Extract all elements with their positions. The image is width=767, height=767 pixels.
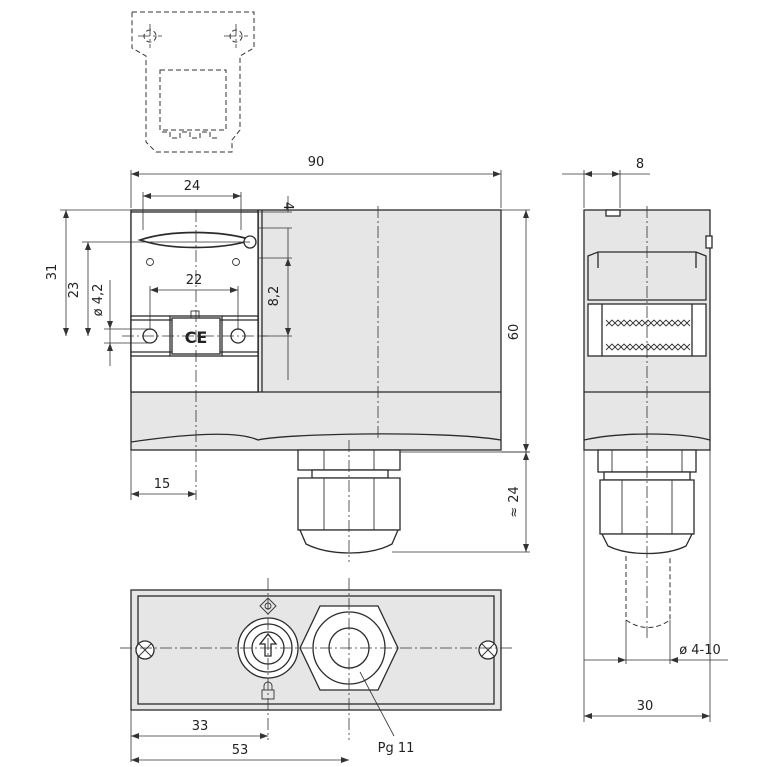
dim-hole-diameter: ø 4,2 xyxy=(91,284,106,317)
dim-side-width-8: 8 xyxy=(636,157,644,172)
dim-offset-4: 4 xyxy=(280,202,295,210)
gland-thread-label: Pg 11 xyxy=(378,741,415,756)
open-cover-ghost-view xyxy=(131,11,255,153)
dim-height-8-2: 8,2 xyxy=(267,286,282,307)
front-dimensions: 90 24 4 31 23 ø 4,2 22 xyxy=(45,155,530,553)
dim-bottom-33: 33 xyxy=(192,719,209,734)
side-dimensions: 8 ø 4-10 30 xyxy=(562,157,728,722)
dim-height-23: 23 xyxy=(67,282,82,299)
side-view xyxy=(583,206,713,640)
bottom-view xyxy=(120,578,512,740)
dim-side-width: 30 xyxy=(637,699,654,714)
dim-flap-width: 24 xyxy=(184,179,201,194)
front-view: CE xyxy=(122,206,502,562)
dim-total-height: 60 xyxy=(507,324,522,341)
dim-gland-length: ≈ 24 xyxy=(507,486,522,518)
dim-height-31: 31 xyxy=(45,264,60,281)
bottom-dimensions: 33 53 Pg 11 xyxy=(130,671,415,763)
dim-hole-spacing: 22 xyxy=(186,273,203,288)
dim-bottom-53: 53 xyxy=(232,743,249,758)
dim-side-offset: 15 xyxy=(154,477,171,492)
dim-top-width: 90 xyxy=(308,155,325,170)
dim-cable-diameter: ø 4-10 xyxy=(679,643,721,658)
